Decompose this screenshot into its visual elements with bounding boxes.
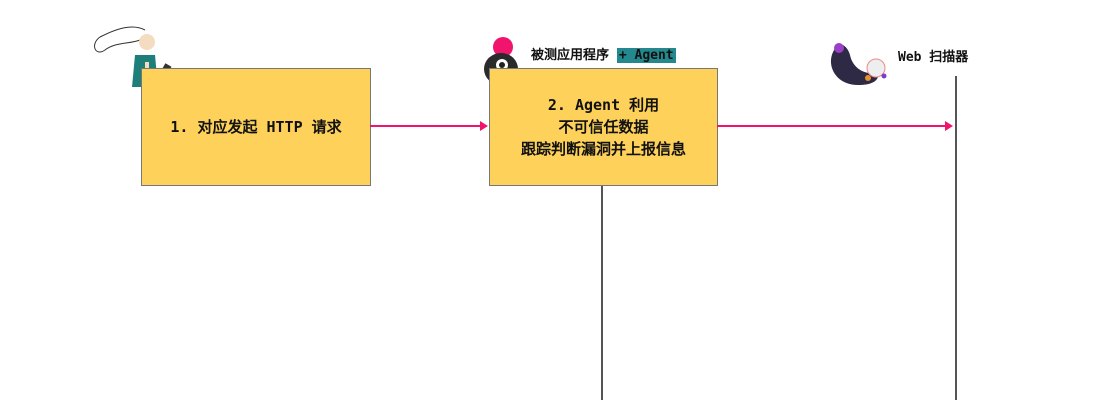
app-label-text: 被测应用程序: [531, 48, 610, 63]
step-2-box: 2. Agent 利用 不可信任数据 跟踪判断漏洞并上报信息: [489, 68, 718, 186]
app-actor-label: 被测应用程序 + Agent: [531, 44, 676, 63]
arrow-user-to-app: [370, 121, 488, 131]
step-2-line-3: 跟踪判断漏洞并上报信息: [520, 140, 686, 158]
step-2-line-1: 2. Agent 利用: [547, 96, 660, 114]
app-lifeline: [601, 185, 603, 400]
step-1-box: 1. 对应发起 HTTP 请求: [141, 68, 371, 186]
scanner-lifeline: [955, 76, 957, 400]
agent-highlight: + Agent: [616, 48, 676, 63]
scanner-space-icon: [830, 43, 887, 85]
step-1-text: 1. 对应发起 HTTP 请求: [170, 118, 342, 136]
step-2-line-2: 不可信任数据: [558, 118, 649, 136]
scanner-actor-label: Web 扫描器: [898, 50, 969, 65]
arrow-app-to-scanner: [717, 121, 953, 131]
